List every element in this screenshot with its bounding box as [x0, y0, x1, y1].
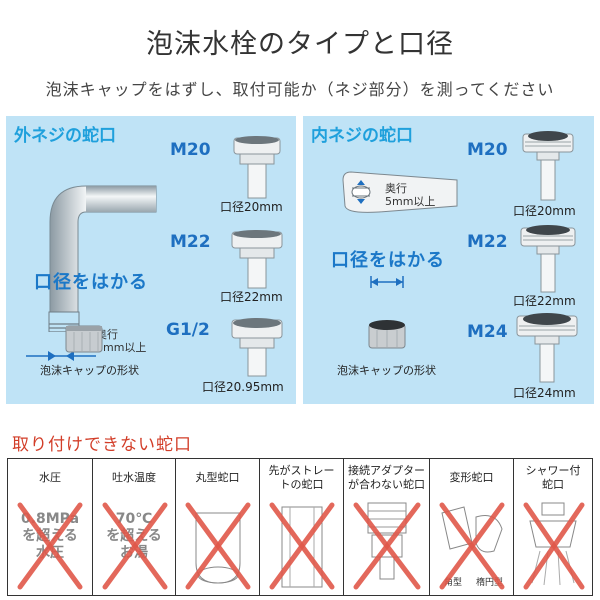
outer-size-m20: M20	[170, 140, 211, 160]
ng-header: 丸型蛇口	[195, 471, 240, 484]
inner-diameter-m22: 口径22mm	[513, 294, 576, 308]
ng-cell-adapter-mismatch: 接続アダプター が合わない蛇口	[344, 459, 430, 595]
inner-measure-arrow	[370, 276, 404, 288]
red-cross-icon	[102, 502, 168, 590]
straight-faucet-icon	[281, 506, 323, 588]
ng-header: 水圧	[39, 471, 61, 484]
ng-cell-water-temperature: 吐水温度 70℃ を超える お湯	[93, 459, 176, 595]
ng-sub-ellipse: 楕円型	[476, 578, 504, 588]
inner-size-m24: M24	[467, 322, 508, 342]
ng-header: シャワー付 蛇口	[525, 464, 581, 491]
outer-diameter-m20: 口径20mm	[220, 200, 283, 214]
inner-size-m20: M20	[467, 140, 508, 160]
page-subtitle: 泡沫キャップをはずし、取付可能か（ネジ部分）を測ってください	[45, 80, 555, 99]
inner-faucet-illustration	[342, 171, 458, 213]
outer-adapter-g12-image	[231, 318, 283, 377]
red-cross-icon	[185, 502, 251, 590]
inner-size-m22: M22	[467, 232, 508, 252]
outer-cap-label: 泡沫キャップの形状	[40, 364, 139, 377]
inner-measure-label: 口径をはかる	[331, 250, 445, 271]
ng-cell-round-faucet: 丸型蛇口	[176, 459, 260, 595]
inner-diameter-m20: 口径20mm	[513, 204, 576, 218]
outer-aerator-cap-image	[65, 325, 103, 353]
outer-measure-arrow	[26, 351, 96, 361]
outer-panel-title: 外ネジの蛇口	[14, 126, 116, 146]
ng-header: 吐水温度	[112, 471, 156, 484]
inner-adapter-m22-image	[520, 225, 576, 293]
red-cross-icon	[269, 502, 335, 590]
outer-faucet-illustration	[48, 185, 157, 332]
outer-adapter-m22-image	[231, 230, 283, 289]
red-cross-icon	[439, 502, 505, 590]
ng-header: 先がストレー トの蛇口	[268, 464, 335, 491]
ng-cell-water-pressure: 水圧 0.8MPa を超える 水圧	[8, 459, 93, 595]
inner-adapter-m24-image	[516, 313, 578, 383]
red-cross-icon	[353, 502, 421, 590]
inner-adapter-m20-image	[522, 131, 574, 201]
red-cross-icon	[17, 502, 83, 590]
ng-cell-deformed-faucet: 変形蛇口 角型 楕円型	[430, 459, 514, 595]
ng-cell-shower-faucet: シャワー付 蛇口	[514, 459, 592, 595]
inner-cap-label: 泡沫キャップの形状	[337, 364, 436, 377]
outer-size-g12: G1/2	[166, 320, 210, 340]
inner-panel-title: 内ネジの蛇口	[311, 126, 413, 146]
ng-sub-square: 角型	[444, 578, 463, 588]
inner-diameter-m24: 口径24mm	[513, 386, 576, 400]
ng-cell-straight-faucet: 先がストレー トの蛇口	[260, 459, 344, 595]
page-title: 泡沫水栓のタイプと口径	[146, 29, 454, 60]
outer-diameter-m22: 口径22mm	[220, 290, 283, 304]
outer-measure-label: 口径をはかる	[34, 272, 148, 293]
incompatible-table: 水圧 0.8MPa を超える 水圧 吐水温度 70℃ を超える お湯 丸型蛇口	[7, 458, 593, 596]
ng-header: 変形蛇口	[449, 471, 494, 484]
ng-header: 接続アダプター が合わない蛇口	[348, 464, 425, 491]
incompatible-title: 取り付けできない蛇口	[12, 435, 192, 455]
outer-adapter-m20-image	[233, 136, 281, 199]
outer-size-m22: M22	[170, 232, 211, 252]
outer-diameter-g12: 口径20.95mm	[202, 380, 284, 394]
red-cross-icon	[523, 502, 585, 590]
inner-aerator-cap-image	[368, 320, 406, 349]
